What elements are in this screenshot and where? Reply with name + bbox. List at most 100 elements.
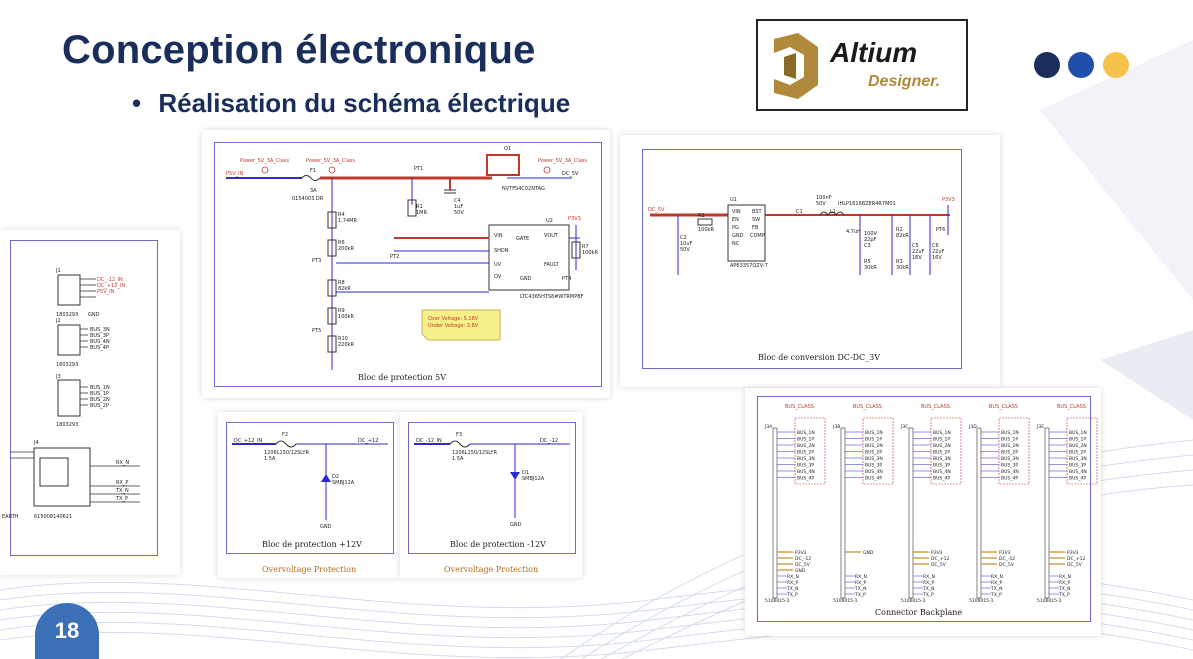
bus-class-box (1066, 417, 1098, 485)
svg-text:OV: OV (494, 274, 502, 280)
svg-text:82kR: 82kR (338, 286, 351, 292)
svg-text:22uF: 22uF (912, 249, 925, 255)
io-label: RX_P (855, 580, 866, 586)
svg-text:VIN: VIN (494, 233, 503, 239)
page-number: 18 (35, 603, 99, 659)
sheet-border (642, 149, 962, 369)
power-label: DC_5V (999, 562, 1015, 568)
svg-text:NC: NC (732, 241, 740, 247)
subtitle-text: Réalisation du schéma électrique (158, 88, 571, 118)
bus-label: BUS_2P (797, 450, 814, 456)
schematic-dcdc-3v: DC_5V U1 VIN EN PG GND NC BST SW FB COMP… (620, 135, 1000, 387)
svg-text:F1: F1 (310, 168, 316, 174)
backplane-drawing: BUS_CLASSJ3ABUS_1NBUS_1PBUS_2NBUS_2PBUS_… (764, 404, 1098, 604)
bus-label: BUS_3N (797, 456, 815, 462)
svg-text:PT3: PT3 (312, 258, 321, 264)
net-label: Power_5V_3A_Class (240, 158, 289, 164)
io-label: RX_N (991, 574, 1003, 580)
svg-text:1.5A: 1.5A (452, 456, 464, 462)
svg-text:1803293: 1803293 (56, 312, 78, 318)
bus-class-label: BUS_CLASS (989, 404, 1018, 410)
connector-id: J3B (832, 424, 840, 430)
svg-text:220kR: 220kR (338, 342, 354, 348)
power-label: GND (863, 550, 874, 556)
svg-text:100kR: 100kR (338, 314, 354, 320)
connector-body (976, 427, 982, 599)
svg-text:R9: R9 (338, 308, 345, 314)
svg-text:PT6: PT6 (936, 227, 945, 233)
caption-dcdc-3v: Bloc de conversion DC-DC_3V (758, 353, 881, 362)
caption-protection-p12: Bloc de protection +12V (262, 540, 362, 549)
io-label: TX_P (922, 592, 934, 598)
io-label: TX_P (1058, 592, 1070, 598)
io-label: RX_P (923, 580, 934, 586)
svg-text:NVTFS4C02NTAG: NVTFS4C02NTAG (502, 186, 545, 192)
svg-text:F3: F3 (456, 432, 462, 438)
bus-class-label: BUS_CLASS (1057, 404, 1086, 410)
sheet-border (10, 240, 158, 556)
dot-2 (1068, 52, 1094, 78)
connector-part: 5106015-1 (901, 598, 926, 604)
svg-text:FB: FB (752, 225, 759, 231)
svg-text:PT5: PT5 (312, 328, 321, 334)
bus-label: BUS_2N (865, 443, 883, 449)
svg-text:PG: PG (732, 225, 739, 231)
svg-text:L1: L1 (830, 209, 836, 215)
connector-id: J3C (900, 424, 908, 430)
connector-body (772, 427, 778, 599)
svg-text:BUS_2N: BUS_2N (90, 397, 110, 403)
svg-text:GATE: GATE (516, 236, 529, 242)
svg-text:D2: D2 (332, 474, 339, 480)
sheet-border (757, 396, 1091, 622)
bus-label: BUS_1N (933, 430, 951, 436)
connector-id: J3A (764, 424, 773, 430)
svg-text:F2: F2 (282, 432, 288, 438)
bus-label: BUS_3N (933, 456, 951, 462)
connector-id: J3E (1036, 424, 1044, 430)
connector-body (1044, 427, 1050, 599)
svg-text:TX_N: TX_N (115, 488, 129, 494)
svg-text:RX_P: RX_P (116, 480, 128, 486)
svg-text:1803293: 1803293 (56, 422, 78, 428)
altium-logo: Altium Designer. (756, 19, 968, 111)
svg-text:3A: 3A (310, 188, 317, 194)
svg-text:DC_5V: DC_5V (648, 207, 665, 213)
power-label: DC_5V (931, 562, 947, 568)
svg-text:J2: J2 (55, 318, 61, 324)
net-label: Power_5V_3A_Class (538, 158, 587, 164)
svg-text:22uF: 22uF (932, 249, 945, 255)
svg-text:BUS_1N: BUS_1N (90, 385, 110, 391)
svg-text:PT4: PT4 (562, 276, 571, 282)
svg-text:COMP: COMP (750, 233, 765, 239)
svg-text:DC_5V: DC_5V (562, 171, 579, 177)
schematic-m12-drawing: DC_-12_IN F3 DC_-12 1206L150/12SLYR 1.5A… (414, 432, 570, 528)
bus-label: BUS_3P (1001, 463, 1018, 469)
svg-text:LTC4365HTS8#WTRMPBF: LTC4365HTS8#WTRMPBF (520, 294, 584, 300)
svg-text:10uF: 10uF (680, 241, 693, 247)
svg-text:100kR: 100kR (698, 227, 714, 233)
caption-protection-m12: Bloc de protection -12V (450, 540, 546, 549)
svg-text:J3: J3 (55, 374, 61, 380)
bus-label: BUS_1P (933, 437, 950, 443)
power-label: GND (795, 568, 806, 574)
svg-text:GND: GND (88, 312, 100, 318)
net-label: Power_5V_3A_Class (306, 158, 355, 164)
power-label: P3V3 (999, 550, 1011, 556)
svg-text:82kR: 82kR (896, 233, 909, 239)
svg-text:200kR: 200kR (338, 246, 354, 252)
svg-text:1uF: 1uF (454, 204, 463, 210)
svg-text:DC_+12_IN: DC_+12_IN (97, 283, 125, 289)
io-label: RX_P (1059, 580, 1070, 586)
svg-text:PT2: PT2 (390, 254, 399, 260)
io-label: TX_N (922, 586, 934, 592)
svg-text:R1: R1 (698, 213, 705, 219)
io-label: RX_P (787, 580, 798, 586)
ovp-p12: Overvoltage Protection (262, 565, 357, 574)
connector-part: 5106015-1 (833, 598, 858, 604)
bus-class-label: BUS_CLASS (785, 404, 814, 410)
svg-text:DC_-12: DC_-12 (540, 438, 558, 444)
svg-text:C6: C6 (932, 243, 939, 249)
io-label: TX_P (990, 592, 1002, 598)
bus-label: BUS_2N (797, 443, 815, 449)
bus-class-label: BUS_CLASS (921, 404, 950, 410)
